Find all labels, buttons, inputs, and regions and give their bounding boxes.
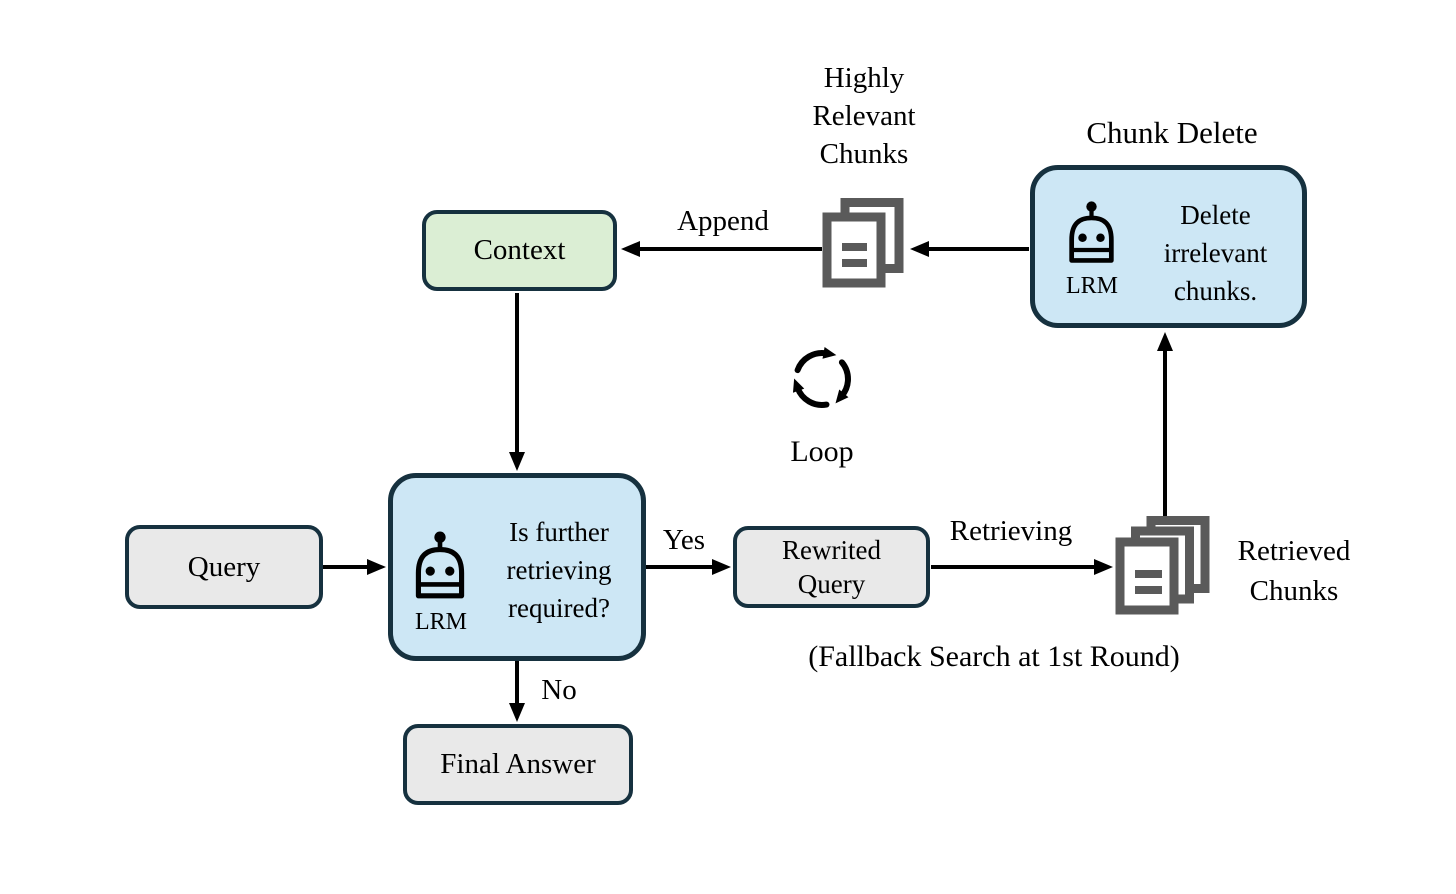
- retrieved-chunks-label: Retrieved Chunks: [1237, 535, 1351, 607]
- fallback-note: (Fallback Search at 1st Round): [808, 640, 1180, 673]
- node-rewrited-query: Rewrited Query: [733, 526, 930, 608]
- node-query: Query: [125, 525, 323, 609]
- document-stack-icon: [822, 198, 904, 288]
- node-final-answer: Final Answer: [403, 724, 633, 805]
- node-context: Context: [422, 210, 617, 291]
- lrm-agent-label: LRM: [414, 609, 467, 635]
- node-final-answer-label: Final Answer: [440, 748, 596, 781]
- loop-label: Loop: [790, 435, 854, 468]
- node-rewrited-query-label: Rewrited Query: [782, 535, 881, 599]
- robot-lrm-icon: [1069, 201, 1114, 263]
- highly-relevant-chunks-label: Highly Relevant Chunks: [812, 62, 916, 170]
- loop-cycle-icon: [792, 346, 851, 408]
- node-context-label: Context: [473, 234, 566, 267]
- edge-label-no: No: [541, 674, 577, 706]
- edge-label-retrieving: Retrieving: [949, 515, 1073, 547]
- edge-label-yes: Yes: [662, 524, 706, 556]
- edge-label-append: Append: [677, 205, 769, 237]
- decision-question: Is further retrieving required?: [506, 517, 612, 623]
- node-chunk-delete: LRM Delete irrelevant chunks.: [1030, 165, 1307, 328]
- chunk-delete-title: Chunk Delete: [1086, 115, 1258, 150]
- lrm-agent-label: LRM: [1065, 273, 1118, 299]
- document-stack-icon: [1115, 516, 1210, 615]
- chunk-delete-description: Delete irrelevant chunks.: [1163, 200, 1268, 306]
- node-lrm-decision: LRM Is further retrieving required?: [388, 473, 646, 661]
- robot-lrm-icon: [415, 531, 465, 599]
- node-query-label: Query: [187, 550, 261, 583]
